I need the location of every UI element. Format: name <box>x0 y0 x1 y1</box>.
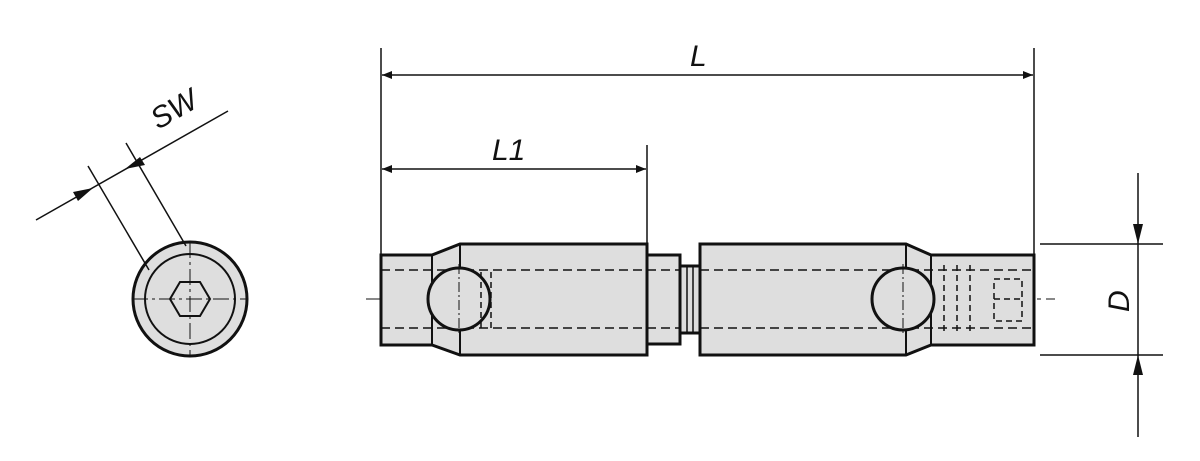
d-label: D <box>1103 290 1136 312</box>
sw-extension-line-2 <box>125 142 187 247</box>
end-view: SW <box>35 82 249 358</box>
hex-socket-hidden <box>993 278 1023 322</box>
left-shoulder <box>645 253 682 346</box>
dimension-l: L <box>380 40 1035 255</box>
l1-label: L1 <box>492 134 525 167</box>
side-view <box>366 242 1055 357</box>
d-arrow-bottom <box>1133 355 1143 375</box>
right-coupling-body <box>698 242 1036 357</box>
sw-label: SW <box>145 82 206 136</box>
l-label: L <box>690 40 707 73</box>
dimension-d: D <box>1040 173 1163 437</box>
sw-extension-line-1 <box>87 165 150 271</box>
thread-section <box>678 264 702 335</box>
sw-arrow-left <box>73 188 93 201</box>
dimension-l1: L1 <box>382 134 648 244</box>
sw-arrow-right <box>125 157 145 169</box>
left-coupling-body <box>379 242 649 357</box>
d-arrow-top <box>1133 224 1143 244</box>
